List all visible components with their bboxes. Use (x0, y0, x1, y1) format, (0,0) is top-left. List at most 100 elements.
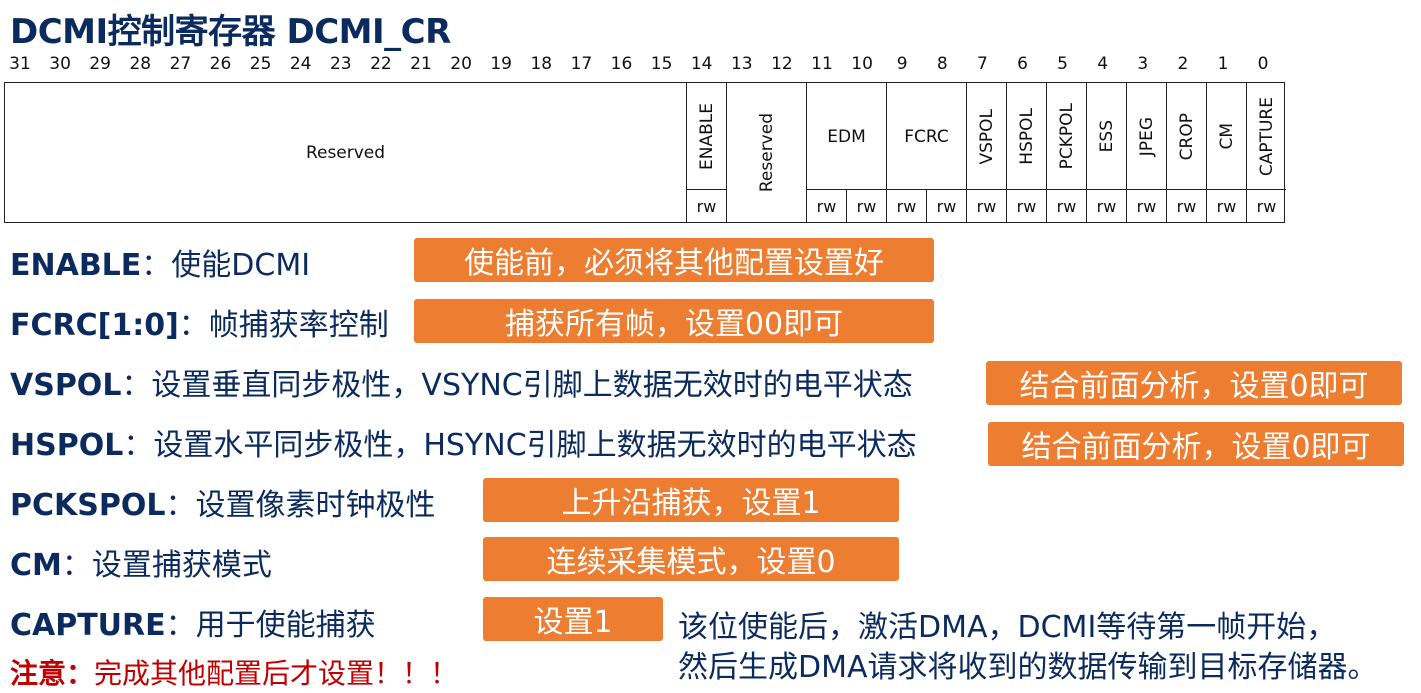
register-field-label: Reserved (756, 112, 777, 193)
hspol-desc: ：设置水平同步极性，HSYNC引脚上数据无效时的电平状态 (123, 428, 917, 463)
warning-key: 注意： (10, 657, 95, 690)
register-field-name: ESS (1087, 83, 1126, 190)
capture-key: CAPTURE (10, 608, 166, 643)
bit-number: 6 (1017, 54, 1028, 74)
register-field-label: PCKPOL (1056, 103, 1077, 170)
bit-number: 26 (209, 54, 232, 74)
register-field-name: VSPOL (967, 83, 1006, 190)
register-field-name: FCRC (887, 83, 966, 190)
capture-explanation-line1: 该位使能后，激活DMA，DCMI等待第一帧开始， (678, 610, 1337, 645)
enable-note-box: 使能前，必须将其他配置设置好 (414, 238, 934, 282)
capture-description: CAPTURE：用于使能捕获 (10, 600, 376, 644)
bit-number: 3 (1137, 54, 1149, 74)
bit-number: 17 (570, 54, 593, 74)
register-field-label: CM (1216, 123, 1237, 150)
register-field: PCKPOL rw (1046, 83, 1086, 222)
register-field: CROP rw (1166, 83, 1206, 222)
register-access-row: rw (1247, 189, 1286, 222)
bit-number: 24 (289, 54, 312, 74)
bit-number: 15 (650, 54, 673, 74)
hspol-description: HSPOL：设置水平同步极性，HSYNC引脚上数据无效时的电平状态 (10, 420, 917, 464)
register-access-cell: rw (896, 196, 917, 216)
warning-note: 注意：完成其他配置后才设置！！！ (10, 652, 458, 692)
vspol-description: VSPOL：设置垂直同步极性，VSYNC引脚上数据无效时的电平状态 (10, 360, 913, 404)
register-field-name: JPEG (1127, 83, 1166, 190)
hspol-note-box: 结合前面分析，设置0即可 (988, 422, 1404, 466)
bit-number: 29 (89, 54, 111, 74)
register-field-name: CROP (1167, 83, 1206, 190)
register-access-row: rw (1127, 189, 1166, 222)
bit-number: 10 (851, 54, 873, 74)
register-field-label: ENABLE (696, 103, 717, 170)
hspol-key: HSPOL (10, 428, 124, 463)
register-access-row: rw (1167, 189, 1206, 222)
bit-number: 20 (450, 54, 472, 74)
register-field-name: CAPTURE (1247, 83, 1286, 190)
fcrc-key: FCRC[1:0] (10, 308, 179, 343)
register-field-label: EDM (827, 126, 866, 147)
fcrc-note-box: 捕获所有帧，设置00即可 (414, 299, 934, 343)
register-access-cell: rw (1016, 196, 1037, 216)
cm-description: CM：设置捕获模式 (10, 540, 272, 584)
vspol-desc: ：设置垂直同步极性，VSYNC引脚上数据无效时的电平状态 (121, 368, 913, 403)
register-field-name: Reserved (727, 83, 806, 222)
register-field: CM rw (1206, 83, 1246, 222)
register-access-cell: rw (1176, 196, 1197, 216)
register-field-label: CROP (1176, 112, 1197, 161)
bit-number: 1 (1217, 54, 1229, 74)
capture-note-box: 设置1 (483, 597, 663, 641)
pckspol-key: PCKSPOL (10, 488, 166, 523)
register-field-label: CAPTURE (1256, 96, 1277, 177)
bit-number: 19 (490, 54, 512, 74)
register-access-cell: rw (1256, 196, 1277, 216)
register-access-cell: rw (696, 196, 717, 216)
register-field-name: ENABLE (687, 83, 726, 190)
pckspol-desc: ：设置像素时钟极性 (165, 488, 436, 523)
capture-explanation-line2: 然后生成DMA请求将收到的数据传输到目标存储器。 (678, 650, 1378, 685)
bit-number: 5 (1057, 54, 1068, 74)
register-access-cell: rw (926, 190, 966, 222)
register-field: ESS rw (1086, 83, 1126, 222)
bit-number: 23 (329, 54, 352, 74)
register-field: ENABLE rw (686, 83, 726, 222)
bit-number: 2 (1177, 54, 1189, 74)
register-access-row: rw (1007, 189, 1046, 222)
cm-note-box: 连续采集模式，设置0 (483, 537, 899, 581)
register-access-row: rw (967, 189, 1006, 222)
bit-number: 25 (249, 54, 272, 74)
register-access-row: rw (1207, 189, 1246, 222)
pckspol-note-box: 上升沿捕获，设置1 (483, 478, 899, 522)
warning-desc: 完成其他配置后才设置！！！ (94, 657, 459, 690)
bit-number: 31 (9, 54, 31, 74)
cm-desc: ：设置捕获模式 (61, 548, 272, 583)
register-field-name: EDM (807, 83, 886, 190)
register-field: JPEG rw (1126, 83, 1166, 222)
bit-number: 11 (811, 54, 833, 74)
bit-number: 22 (370, 54, 392, 74)
register-field-name: Reserved (5, 83, 686, 222)
pckspol-description: PCKSPOL：设置像素时钟极性 (10, 480, 435, 524)
bit-number: 13 (730, 54, 753, 74)
enable-key: ENABLE (10, 248, 142, 283)
register-field: Reserved (726, 83, 806, 222)
register-access-cell: rw (1096, 196, 1117, 216)
bit-number: 30 (49, 54, 71, 74)
register-field-label: ESS (1096, 120, 1117, 153)
bit-number: 9 (896, 54, 908, 74)
register-field-label: Reserved (305, 142, 386, 163)
register-access-cell: rw (816, 196, 837, 216)
bit-number: 28 (129, 54, 152, 74)
register-field-label: JPEG (1136, 116, 1157, 157)
register-field-label: HSPOL (1016, 108, 1037, 165)
register-field: HSPOL rw (1006, 83, 1046, 222)
fcrc-description: FCRC[1:0]：帧捕获率控制 (10, 300, 389, 344)
register-field-name: HSPOL (1007, 83, 1046, 190)
register-access-row: rw (1047, 189, 1086, 222)
fcrc-desc: ：帧捕获率控制 (178, 308, 389, 343)
